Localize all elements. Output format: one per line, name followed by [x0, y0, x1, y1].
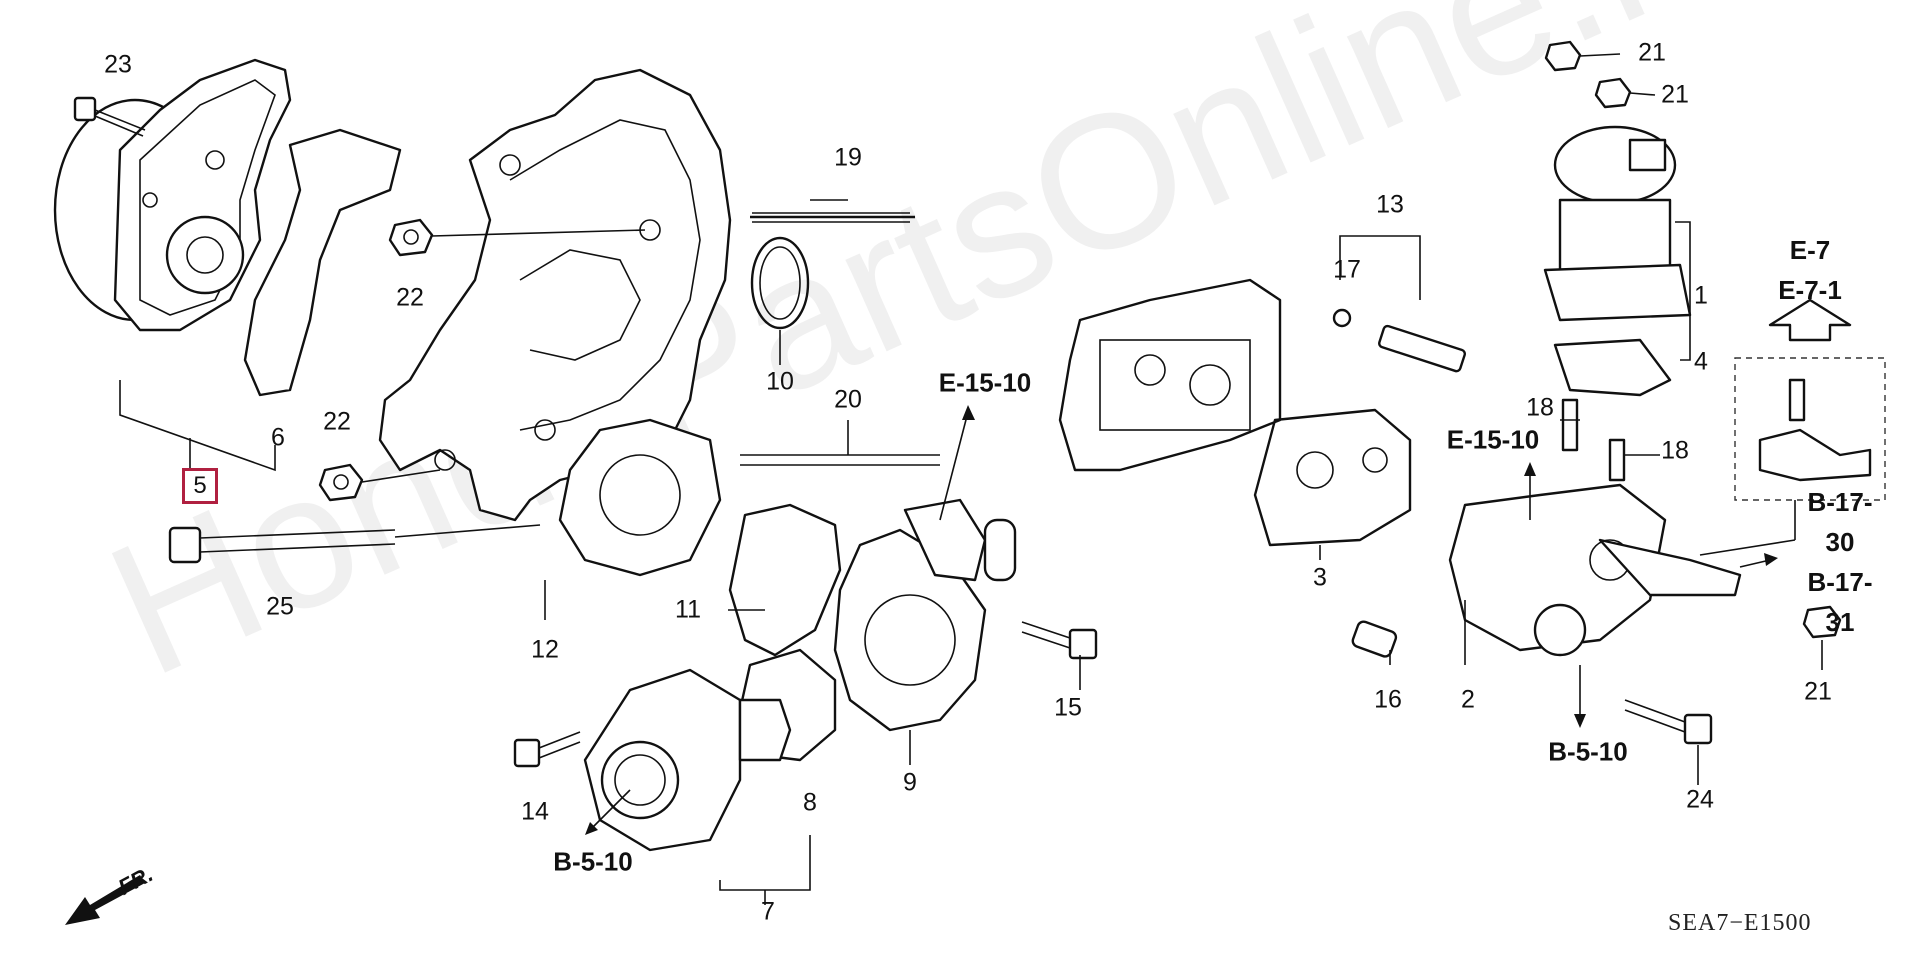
bolt-15[interactable]: [1021, 621, 1098, 660]
o-ring-10[interactable]: [750, 236, 810, 330]
flange-12[interactable]: [558, 418, 722, 577]
ref-e7[interactable]: E-7: [1789, 235, 1831, 265]
label-21a: 21: [1638, 38, 1666, 67]
label-22a: 22: [396, 283, 424, 312]
bolt-23-icon[interactable]: [73, 96, 146, 137]
ref-e7-group[interactable]: E-7 E-7-1: [1778, 230, 1842, 310]
label-17: 17: [1333, 255, 1361, 284]
label-12: 12: [531, 635, 559, 664]
stud-18a[interactable]: [1561, 398, 1579, 452]
label-21c: 21: [1804, 677, 1832, 706]
ref-e7-1[interactable]: E-7-1: [1778, 275, 1842, 305]
thermostat-housing-bracket[interactable]: [378, 68, 732, 522]
bolt-14[interactable]: [513, 731, 581, 768]
bolt-16[interactable]: [1351, 620, 1398, 658]
label-22b: 22: [323, 407, 351, 436]
thermostat-cover-7[interactable]: [583, 668, 792, 852]
label-18a: 18: [1526, 393, 1554, 422]
nut-22a-icon[interactable]: [388, 218, 434, 257]
ref-b17-30[interactable]: B-17-30: [1807, 487, 1873, 557]
label-16: 16: [1374, 685, 1402, 714]
label-8: 8: [803, 788, 817, 817]
water-passage-2[interactable]: [1448, 483, 1742, 657]
egr-valve-1[interactable]: [1543, 125, 1692, 322]
washer-17[interactable]: [1332, 308, 1352, 328]
drawing-code: SEA7−E1500: [1668, 910, 1812, 936]
egr-pipe-body[interactable]: [1058, 278, 1282, 472]
label-25: 25: [266, 592, 294, 621]
label-2: 2: [1461, 685, 1475, 714]
label-5[interactable]: 5: [182, 468, 218, 504]
label-24: 24: [1686, 785, 1714, 814]
stud-19[interactable]: [750, 212, 915, 223]
water-outlet-9[interactable]: [833, 498, 1017, 732]
label-1: 1: [1694, 281, 1708, 310]
gasket-3[interactable]: [1253, 408, 1412, 547]
front-arrow-icon: [65, 875, 145, 925]
stud-18b[interactable]: [1608, 438, 1626, 482]
nut-21a-icon[interactable]: [1544, 40, 1582, 72]
label-11: 11: [675, 595, 701, 624]
label-7: 7: [761, 897, 775, 926]
ref-e15-10-right[interactable]: E-15-10: [1446, 424, 1540, 455]
label-4: 4: [1694, 347, 1708, 376]
gasket-6[interactable]: [243, 128, 402, 397]
label-6: 6: [271, 423, 285, 452]
nut-22b-icon[interactable]: [318, 463, 364, 502]
stud-20[interactable]: [740, 454, 940, 466]
label-13: 13: [1376, 190, 1404, 219]
label-3: 3: [1313, 563, 1327, 592]
water-pump-assembly[interactable]: [53, 58, 292, 332]
label-23: 23: [104, 50, 132, 79]
label-18b: 18: [1661, 436, 1689, 465]
up-arrow-icon: [1768, 298, 1852, 342]
label-20: 20: [834, 385, 862, 414]
ref-e15-10-top[interactable]: E-15-10: [938, 367, 1032, 398]
ref-b17-group[interactable]: B-17-30 B-17-31: [1800, 482, 1880, 642]
gasket-4[interactable]: [1553, 338, 1672, 397]
label-19: 19: [834, 143, 862, 172]
label-15: 15: [1054, 693, 1082, 722]
label-9: 9: [903, 768, 917, 797]
gasket-11[interactable]: [728, 503, 842, 657]
ref-b5-10-left[interactable]: B-5-10: [553, 846, 633, 877]
sensor-13[interactable]: [1378, 324, 1466, 373]
inset-box: [1734, 357, 1886, 501]
sensor-bracket-inset[interactable]: [1758, 378, 1872, 482]
bolt-24[interactable]: [1624, 699, 1713, 745]
label-21b: 21: [1661, 80, 1689, 109]
nut-21c-icon[interactable]: [1802, 605, 1842, 639]
bolt-25[interactable]: [168, 526, 396, 564]
ref-b17-31[interactable]: B-17-31: [1807, 567, 1873, 637]
label-10: 10: [766, 367, 794, 396]
nut-21b-icon[interactable]: [1594, 77, 1632, 109]
label-14: 14: [521, 797, 549, 826]
ref-b5-10-right[interactable]: B-5-10: [1548, 736, 1628, 767]
